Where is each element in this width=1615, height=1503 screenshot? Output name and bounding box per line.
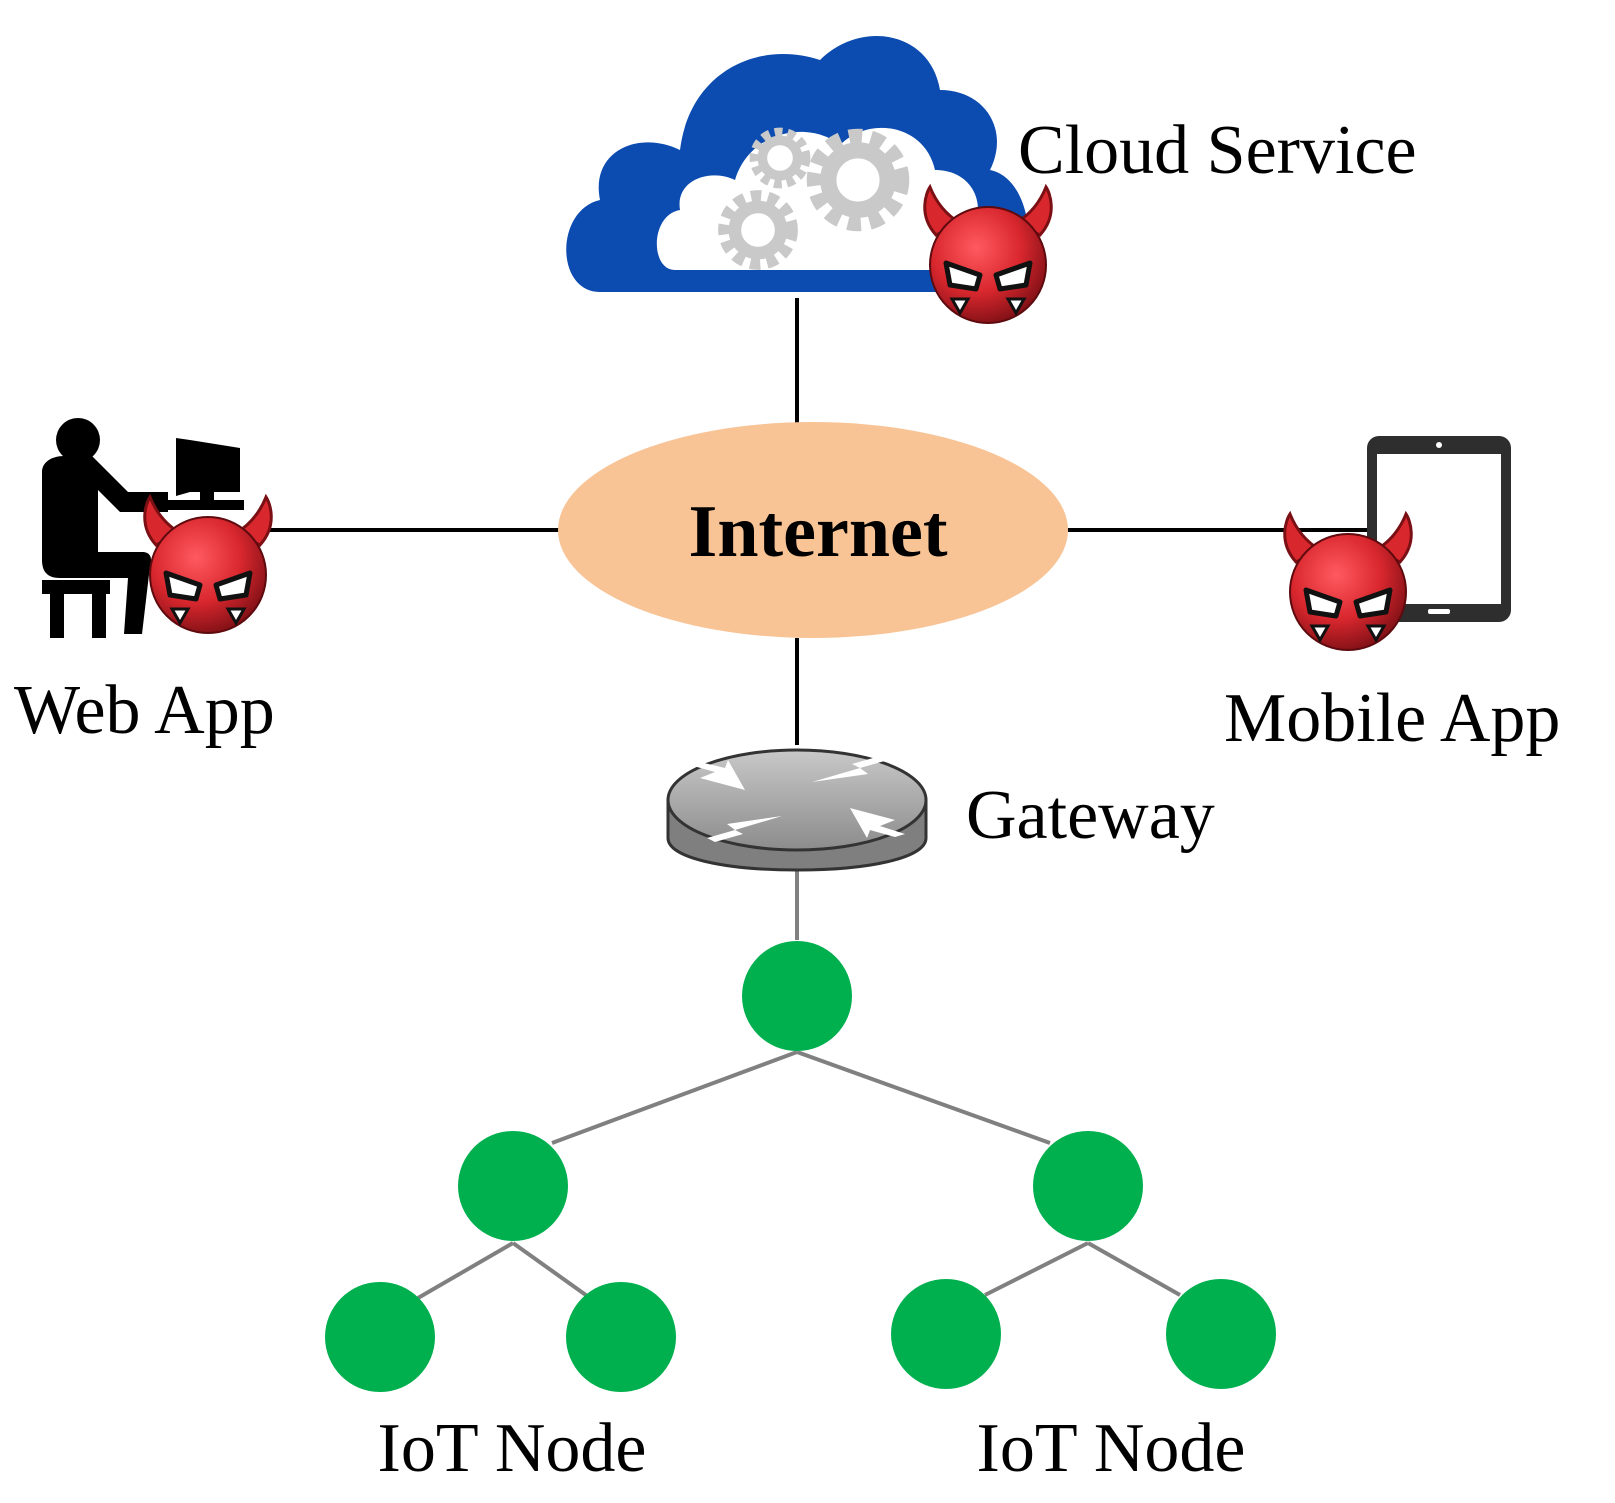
internet: Internet: [558, 422, 1068, 638]
iot-node-right-label: IoT Node: [977, 1410, 1246, 1487]
mobile-threat-devil-icon: [1285, 514, 1412, 650]
iot-node-left-label: IoT Node: [378, 1410, 647, 1487]
cloud-service-label: Cloud Service: [1018, 112, 1417, 189]
iot-node-left: [458, 1131, 568, 1241]
network-links: [258, 298, 1370, 1300]
link-root-right: [796, 1050, 1051, 1145]
mobile-app: Mobile App: [1224, 436, 1560, 757]
cloud-gears-icon: [566, 36, 1029, 292]
link-left-leaf1: [416, 1241, 515, 1300]
webapp-threat-devil-icon: [145, 497, 272, 633]
iot-node-right-leaf2: [1166, 1279, 1276, 1389]
gateway-label: Gateway: [966, 777, 1215, 854]
internet-label: Internet: [689, 491, 948, 573]
web-app: Web App: [14, 418, 275, 749]
iot-node-right: [1033, 1131, 1143, 1241]
web-app-label: Web App: [14, 672, 275, 749]
link-right-leaf2: [1087, 1241, 1181, 1297]
iot-node-left-leaf2: [566, 1282, 676, 1392]
iot-tree: [325, 941, 1276, 1392]
cloud-service: Cloud Service: [566, 36, 1417, 323]
link-left-leaf2: [511, 1241, 592, 1300]
link-right-leaf1: [984, 1241, 1089, 1297]
router-icon: [666, 748, 928, 872]
person-at-computer-icon: [42, 418, 244, 638]
gateway: Gateway: [666, 748, 1215, 872]
cloud-threat-devil-icon: [925, 187, 1052, 323]
link-root-left: [551, 1050, 798, 1145]
internet-ellipse: [558, 422, 1068, 638]
iot-node-root: [742, 941, 852, 1051]
mobile-app-label: Mobile App: [1224, 680, 1560, 757]
iot-node-left-leaf1: [325, 1282, 435, 1392]
iot-node-right-leaf1: [891, 1279, 1001, 1389]
